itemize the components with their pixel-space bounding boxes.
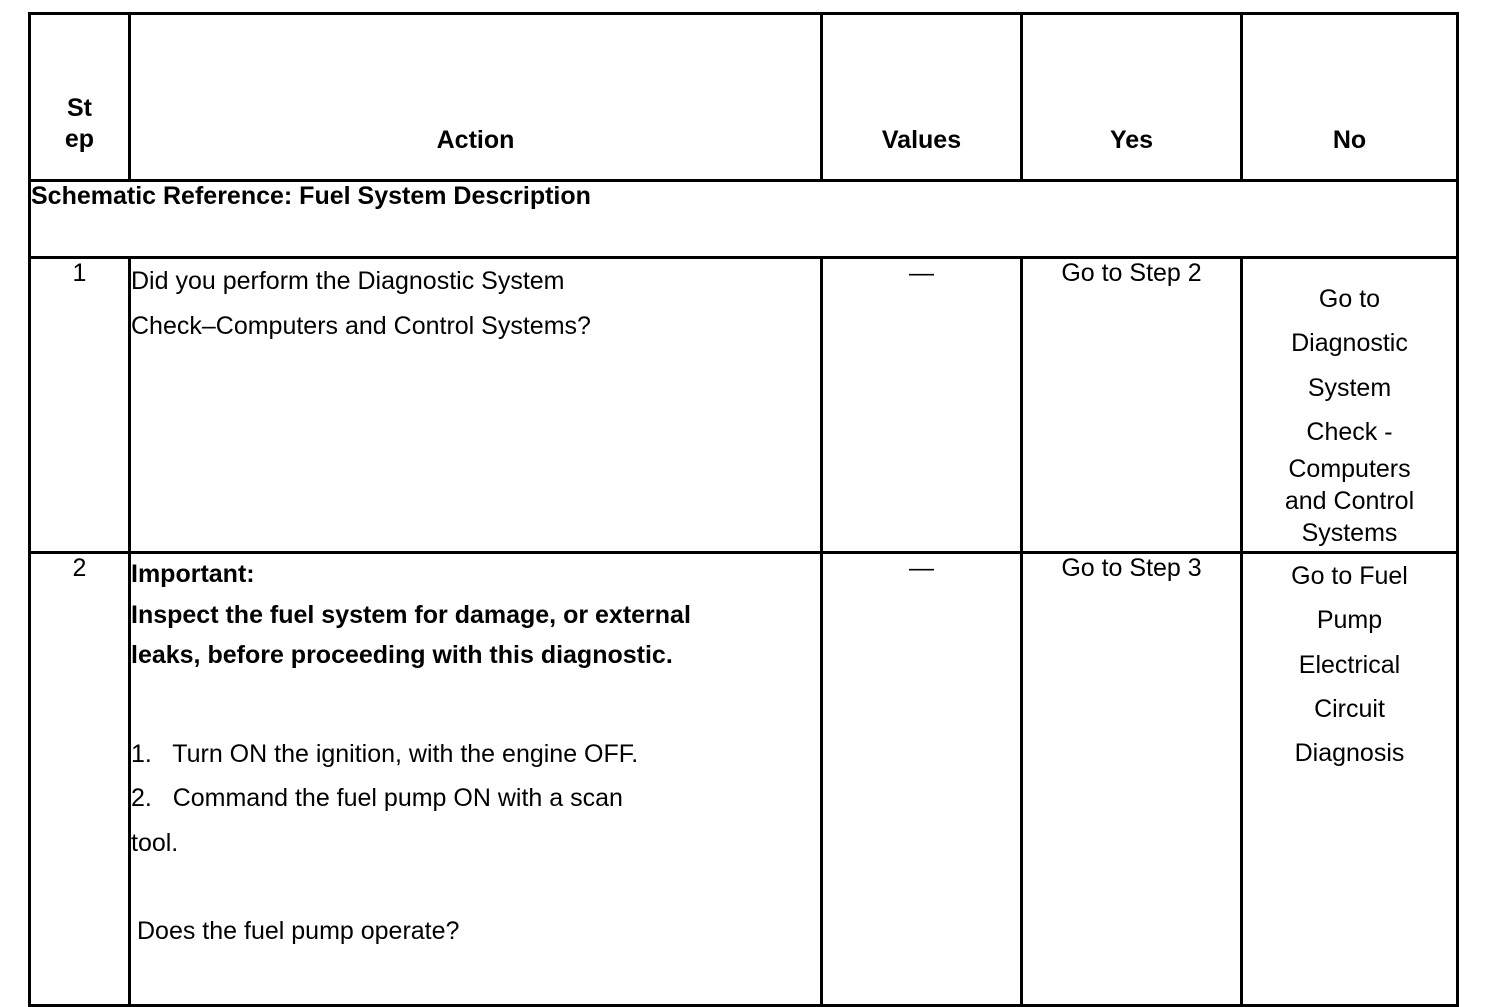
column-header-step-line2: ep	[64, 124, 95, 153]
values-dash: —	[909, 554, 934, 582]
no-branch-line: and Control	[1284, 486, 1415, 515]
important-label: Important:	[131, 560, 255, 588]
table-body: Schematic Reference: Fuel System Descrip…	[28, 179, 1459, 1007]
list-item: 2. Command the fuel pump ON with a scan	[131, 776, 820, 821]
schematic-reference-row: Schematic Reference: Fuel System Descrip…	[28, 179, 1459, 259]
column-header-yes: Yes	[1020, 12, 1243, 182]
column-header-step: St ep	[28, 12, 131, 182]
step-no-branch: Go to Diagnostic System Check - Computer…	[1240, 256, 1459, 554]
list-item-number: 1.	[131, 739, 152, 768]
no-branch-line: Check -	[1306, 417, 1393, 446]
no-branch-line: Diagnostic	[1291, 329, 1408, 358]
table-row: 1 Did you perform the Diagnostic System …	[28, 256, 1459, 554]
diagnostic-procedure-table: St ep Action Values Yes No Schematic Ref…	[28, 12, 1459, 1007]
no-branch-line: Systems	[1301, 518, 1398, 547]
step-action: Did you perform the Diagnostic System Ch…	[128, 256, 823, 554]
action-question-line1: Did you perform the Diagnostic System	[131, 267, 565, 295]
step-no-branch: Go to Fuel Pump Electrical Circuit Diagn…	[1240, 551, 1459, 1007]
table-row: 2 Important: Inspect the fuel system for…	[28, 551, 1459, 1007]
table-header: St ep Action Values Yes No	[28, 12, 1459, 182]
no-branch-line: Computers	[1288, 455, 1411, 483]
step-yes-branch: Go to Step 3	[1020, 551, 1243, 1007]
action-question: Does the fuel pump operate?	[137, 917, 460, 945]
schematic-reference-text: Schematic Reference: Fuel System Descrip…	[28, 179, 1459, 259]
step-number: 1	[28, 256, 131, 554]
spacer	[131, 676, 820, 732]
list-item-continuation: tool.	[131, 828, 179, 857]
step-yes-branch: Go to Step 2	[1020, 256, 1243, 554]
no-branch-line: System	[1307, 373, 1392, 402]
values-dash: —	[909, 259, 934, 287]
important-line1: Inspect the fuel system for damage, or e…	[131, 600, 691, 629]
column-header-no: No	[1240, 12, 1459, 182]
no-branch-line: Circuit	[1314, 694, 1385, 723]
no-branch-line: Diagnosis	[1294, 739, 1405, 767]
list-item-text: Turn ON the ignition, with the engine OF…	[172, 739, 639, 768]
action-question-line2: Check–Computers and Control Systems?	[131, 311, 591, 340]
list-item: 1. Turn ON the ignition, with the engine…	[131, 732, 820, 777]
list-item-text: Command the fuel pump ON with a scan	[172, 784, 623, 812]
no-branch-line: Electrical	[1298, 650, 1401, 679]
important-note: Important: Inspect the fuel system for d…	[131, 554, 820, 676]
action-step-list: 1. Turn ON the ignition, with the engine…	[131, 732, 820, 866]
no-branch-line: Pump	[1316, 606, 1383, 635]
header-row: St ep Action Values Yes No	[28, 12, 1459, 182]
step-values: —	[820, 551, 1023, 1007]
column-header-step-line1: St	[67, 93, 92, 122]
list-item-number: 2.	[131, 784, 152, 812]
important-line2: leaks, before proceeding with this diagn…	[131, 641, 673, 669]
step-number: 2	[28, 551, 131, 1007]
column-header-values: Values	[820, 12, 1023, 182]
spacer	[131, 865, 820, 909]
no-branch-line: Go to Fuel	[1291, 562, 1408, 590]
step-action: Important: Inspect the fuel system for d…	[128, 551, 823, 1007]
column-header-action: Action	[128, 12, 823, 182]
step-values: —	[820, 256, 1023, 554]
no-branch-line: Go to	[1318, 285, 1381, 313]
